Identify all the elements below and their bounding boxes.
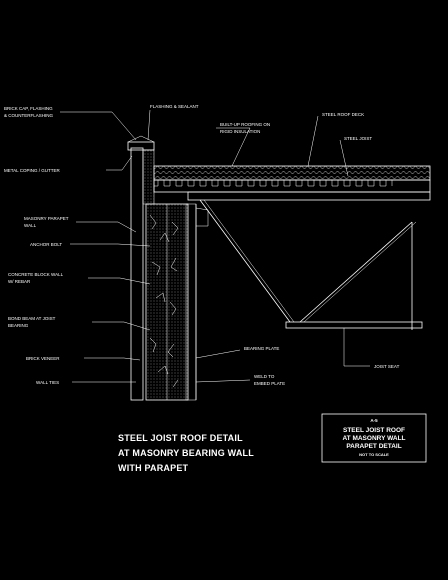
label-block-wall-2: W/ REBAR bbox=[8, 279, 31, 284]
label-bond-beam-2: BEARING bbox=[8, 323, 29, 328]
caption-line-1: STEEL JOIST ROOF DETAIL bbox=[118, 433, 243, 443]
label-roofing-2: RIGID INSULATION bbox=[220, 129, 260, 134]
title-block-number: A-5 bbox=[370, 418, 378, 423]
label-anchor: ANCHOR BOLT bbox=[30, 242, 62, 247]
title-block-scale: NOT TO SCALE bbox=[359, 452, 389, 457]
label-cap-flashing: BRICK CAP, FLASHING bbox=[4, 106, 53, 111]
left-annotations: BRICK CAP, FLASHING & COUNTERFLASHING ME… bbox=[4, 106, 69, 385]
roof-deck bbox=[153, 179, 431, 193]
parapet-cap bbox=[127, 135, 155, 151]
label-veneer: BRICK VENEER bbox=[26, 356, 60, 361]
label-flashing: FLASHING & SEALANT bbox=[150, 104, 199, 109]
label-seat: JOIST SEAT bbox=[374, 364, 400, 369]
roof-insulation bbox=[153, 165, 431, 181]
right-annotations: BEARING PLATE WELD TO EMBED PLATE JOIST … bbox=[244, 346, 400, 386]
block-wall bbox=[145, 203, 197, 401]
title-block-line-3: PARAPET DETAIL bbox=[346, 443, 401, 450]
steel-joist-web bbox=[195, 199, 417, 330]
title-block-line-1: STEEL JOIST ROOF bbox=[343, 427, 405, 434]
label-weld: WELD TO bbox=[254, 374, 275, 379]
leader-lines bbox=[60, 109, 370, 383]
drawing-caption: STEEL JOIST ROOF DETAIL AT MASONRY BEARI… bbox=[118, 433, 254, 473]
label-ties: WALL TIES bbox=[36, 380, 59, 385]
label-bond-beam: BOND BEAM AT JOIST bbox=[8, 316, 56, 321]
label-metal-coping: METAL COPING / GUTTER bbox=[4, 168, 61, 173]
joist-bottom-chord bbox=[285, 321, 423, 329]
caption-line-3: WITH PARAPET bbox=[118, 463, 189, 473]
label-cap-flashing-2: & COUNTERFLASHING bbox=[4, 113, 54, 118]
caption-line-2: AT MASONRY BEARING WALL bbox=[118, 448, 254, 458]
joist-top-chord bbox=[187, 191, 431, 201]
parapet-upper bbox=[142, 149, 155, 205]
label-bearing-plate: BEARING PLATE bbox=[244, 346, 279, 351]
label-roofing: BUILT-UP ROOFING ON bbox=[220, 122, 270, 127]
label-joist: STEEL JOIST bbox=[344, 136, 372, 141]
title-block: A-5 STEEL JOIST ROOF AT MASONRY WALL PAR… bbox=[321, 413, 427, 463]
title-block-line-2: AT MASONRY WALL bbox=[342, 435, 405, 442]
label-weld-2: EMBED PLATE bbox=[254, 381, 285, 386]
label-parapet-wall: MASONRY PARAPET bbox=[24, 216, 69, 221]
label-block-wall: CONCRETE BLOCK WALL bbox=[8, 272, 64, 277]
label-parapet-wall-2: WALL bbox=[24, 223, 37, 228]
label-deck: STEEL ROOF DECK bbox=[322, 112, 364, 117]
brick-veneer bbox=[130, 147, 144, 401]
top-annotations: FLASHING & SEALANT BUILT-UP ROOFING ON R… bbox=[150, 104, 372, 141]
